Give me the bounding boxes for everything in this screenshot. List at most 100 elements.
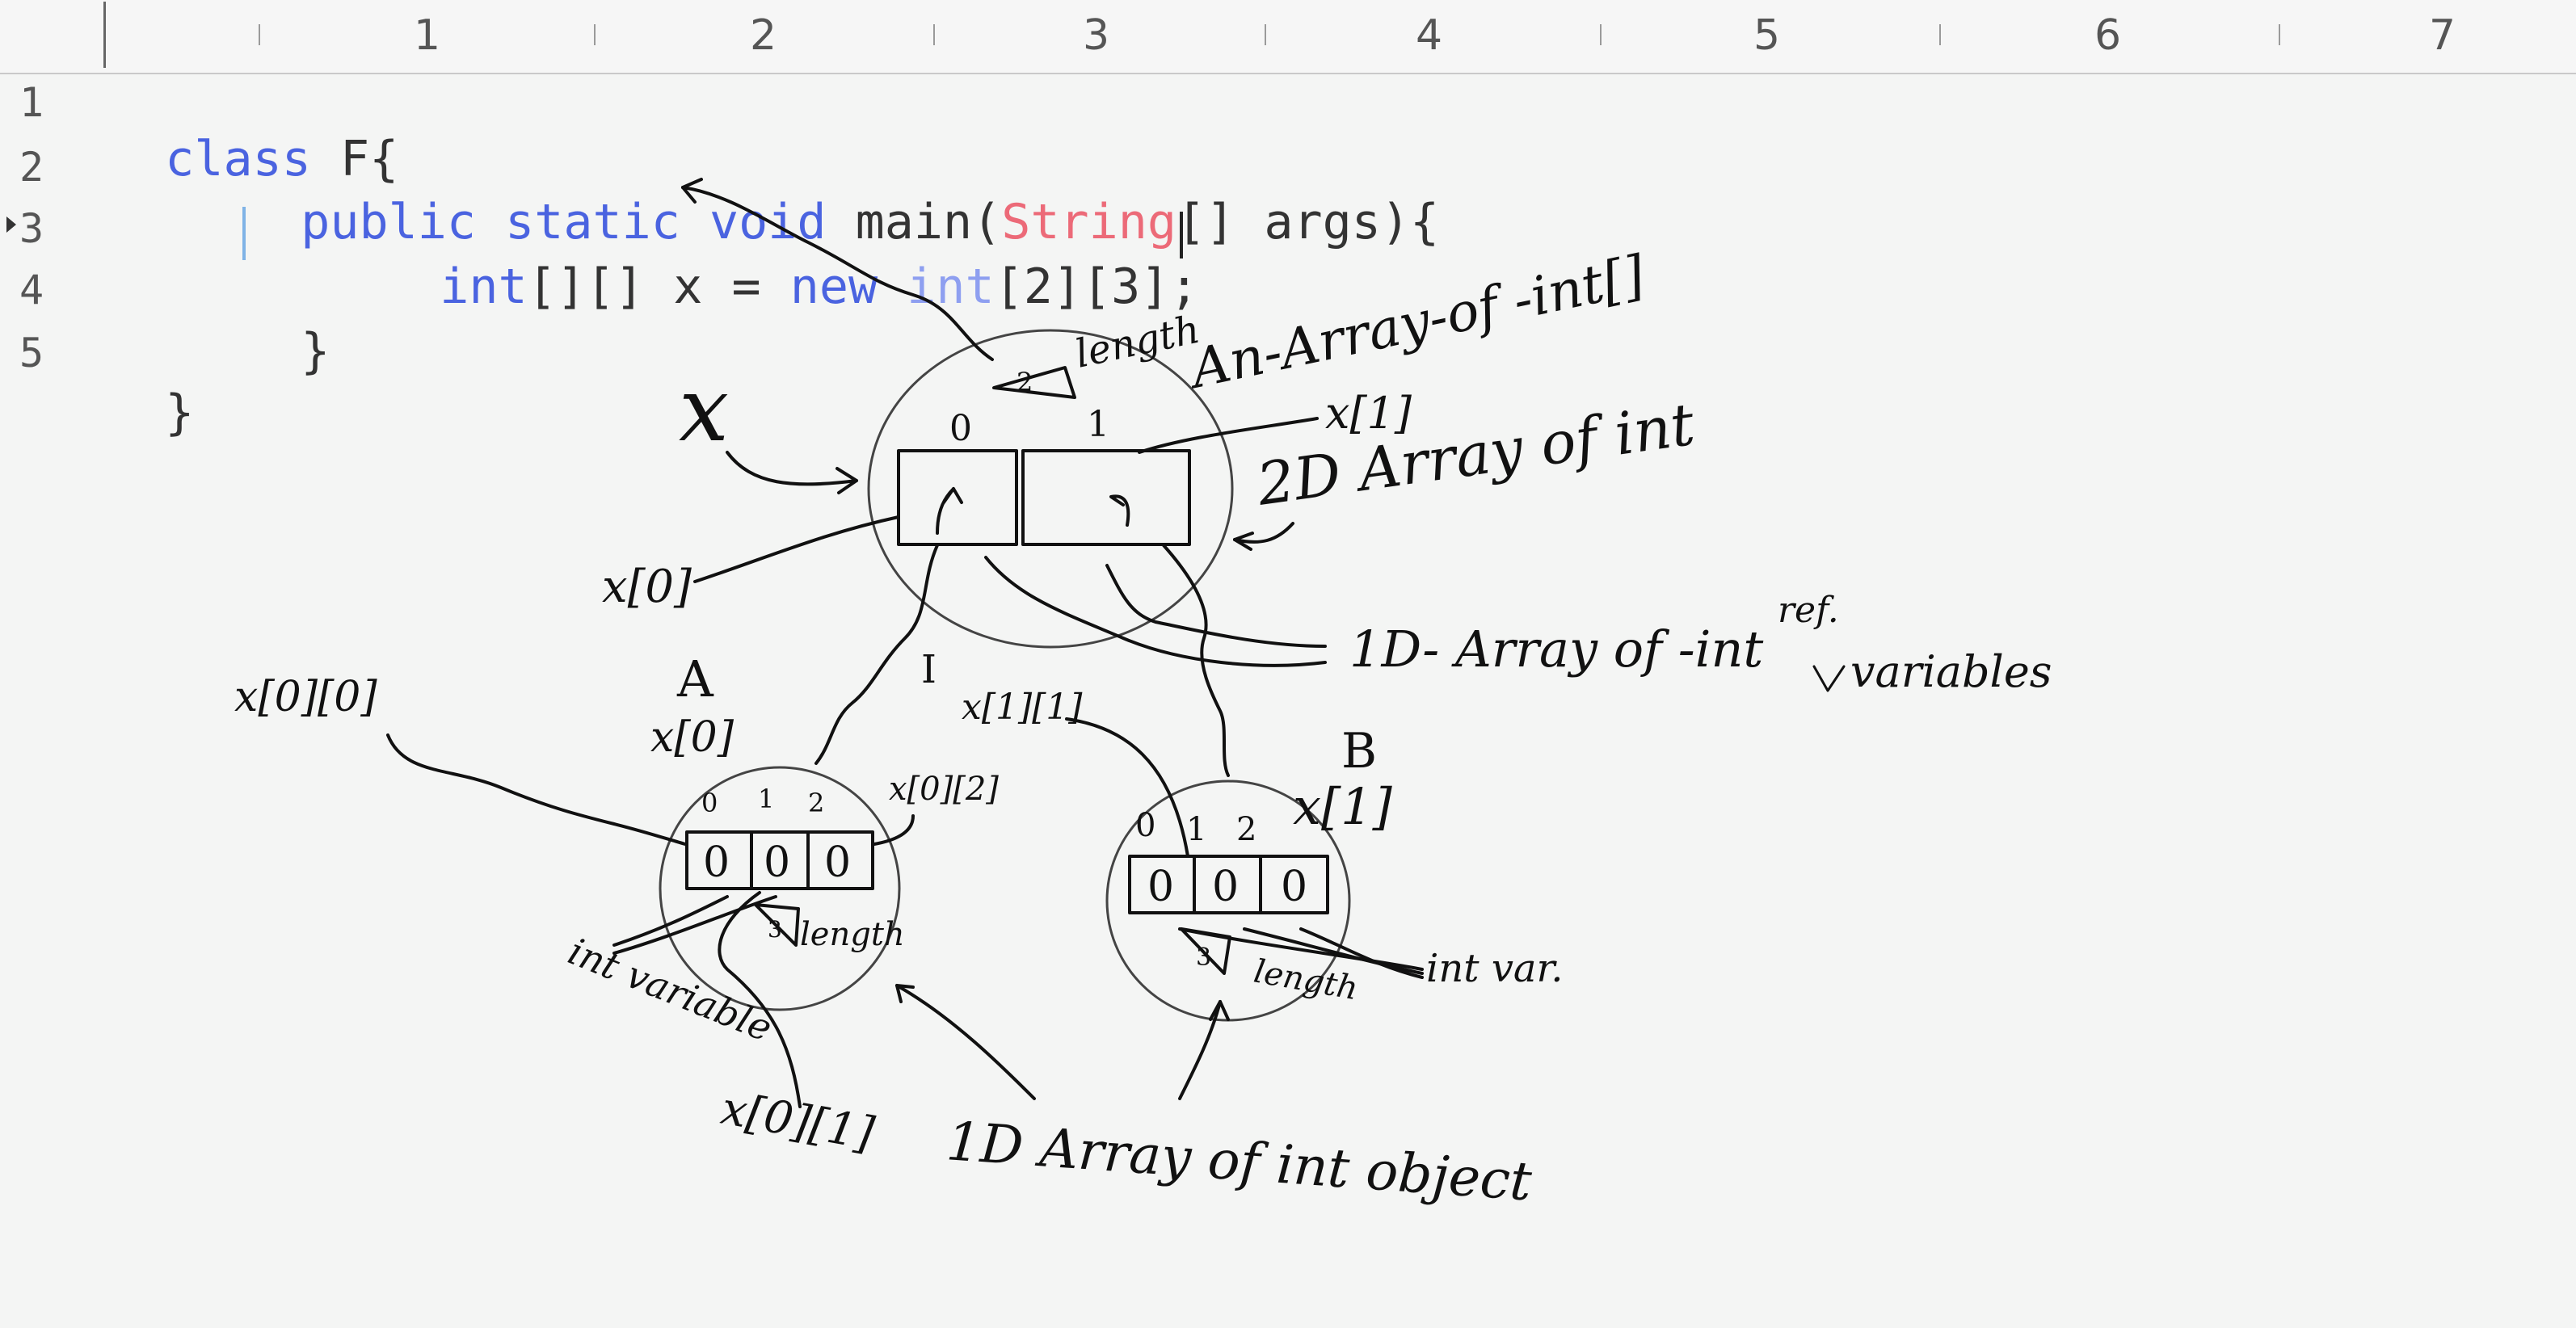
array-A-box [685, 830, 874, 890]
label-x1-ref: x[1] [1325, 388, 1412, 439]
ruler-tick [259, 24, 260, 45]
label-1d-object: 1D Array of int object [945, 1110, 1534, 1212]
label-a-value-0: 0 [703, 838, 730, 887]
object-arrow-B [1178, 1000, 1222, 1100]
label-x0-A: x[0] [650, 713, 734, 762]
arrowhead [836, 467, 858, 494]
code-text: main( [826, 194, 1002, 250]
insert-caret [1812, 665, 1846, 692]
pointer-x-to-array [681, 186, 994, 361]
code-keyword: class [165, 131, 311, 187]
cell0-arrow [936, 487, 955, 535]
label-x1-B: x[1] [1293, 777, 1393, 836]
line-number: 4 [19, 267, 44, 313]
label-length-b: length [1251, 953, 1361, 1008]
code-line-5[interactable]: } [107, 328, 194, 441]
label-length-a-value: 3 [768, 916, 782, 943]
code-text: [] args){ [1176, 194, 1440, 250]
cell0-to-A [814, 544, 939, 765]
label-a-index-1: 1 [758, 784, 774, 814]
label-outer-index-0: 0 [949, 408, 972, 449]
ruler-number: 1 [414, 11, 441, 60]
refs-pointer-1 [1105, 564, 1327, 648]
ruler: 1 2 3 4 5 6 7 [0, 0, 2576, 74]
label-B: B [1341, 723, 1377, 780]
ruler-number: 6 [2094, 11, 2122, 60]
refs-pointer-2 [984, 556, 1327, 667]
x-arrow [726, 451, 858, 486]
x01-connector [718, 891, 802, 1108]
ruler-tick [1939, 24, 1941, 45]
outer-cell-1 [1021, 449, 1191, 546]
change-bar [242, 207, 246, 260]
ruler-tick [1600, 24, 1602, 45]
ruler-number: 2 [750, 11, 777, 60]
code-keyword: int [440, 258, 528, 315]
line-number: 5 [19, 330, 44, 376]
array-B-box [1128, 855, 1329, 914]
arrowhead [681, 178, 703, 204]
label-x11: x[1][1] [962, 687, 1083, 728]
cell1-arrow [1109, 494, 1130, 527]
label-int-variable: int variable [562, 929, 778, 1050]
int-var-b-arrow-1 [1178, 927, 1424, 971]
label-b-index-1: 1 [1186, 811, 1206, 848]
label-length-b-value: 3 [1196, 943, 1211, 972]
x1-connector [1138, 417, 1319, 454]
label-x02: x[0][2] [889, 771, 999, 808]
outer-cell-0 [897, 449, 1018, 546]
ruler-tick [594, 24, 596, 45]
int-var-b-arrow-2 [1243, 927, 1424, 975]
arrowhead [895, 984, 915, 1003]
ruler-start-marker [103, 2, 106, 68]
label-b-value-0: 0 [1147, 863, 1174, 911]
code-line-1[interactable]: class F{ [107, 74, 398, 187]
code-keyword: int [907, 258, 995, 315]
label-outer-index-1: 1 [1087, 404, 1109, 445]
code-line-2[interactable]: public static void main(String[] args){ [242, 137, 1439, 250]
label-A: A [676, 649, 714, 708]
label-x01: x[0][1] [718, 1082, 878, 1161]
label-b-index-2: 2 [1236, 811, 1256, 848]
cell1-to-B [1162, 544, 1230, 777]
label-length-top: length [1071, 307, 1204, 377]
ruler-number: 7 [2429, 11, 2456, 60]
twod-arrow [1233, 522, 1294, 544]
code-keyword: new [789, 258, 878, 315]
ruler-tick [933, 24, 935, 45]
ruler-number: 3 [1083, 11, 1110, 60]
label-a-value-1: 0 [764, 838, 790, 887]
ruler-tick [2279, 24, 2280, 45]
length-triangle-A [754, 903, 800, 947]
label-x0-ref: x[0] [602, 561, 692, 613]
line-number: 1 [19, 79, 44, 126]
code-line-3[interactable]: int[][] x = new int[2][3]; [381, 202, 1198, 315]
array-A-circle [659, 766, 901, 1011]
object-arrow-A [895, 984, 1036, 1100]
array-A-dividers [750, 830, 810, 890]
label-length-top-value: 2 [1017, 367, 1033, 397]
text-cursor [1180, 212, 1183, 258]
line-number: 3 [19, 205, 44, 252]
label-b-index-0: 0 [1135, 807, 1155, 844]
code-text: [2][3]; [994, 258, 1199, 315]
arrowhead [1209, 1000, 1230, 1021]
label-x00: x[0][0] [234, 673, 377, 721]
array-B-dividers [1193, 855, 1262, 914]
label-length-a: length [800, 916, 905, 953]
x02-connector [873, 814, 915, 846]
arrowhead [942, 487, 963, 504]
ruler-number: 5 [1753, 11, 1781, 60]
label-a-index-2: 2 [808, 788, 824, 818]
code-text: [][] x = [527, 258, 790, 315]
ruler-tick [1265, 24, 1266, 45]
x00-connector [386, 733, 687, 846]
x0-connector [693, 515, 900, 583]
line-number: 2 [19, 144, 44, 191]
label-1d-refs-tail: variables [1850, 646, 2052, 697]
code-line-4[interactable]: } [242, 267, 330, 380]
label-b-value-1: 0 [1212, 863, 1239, 911]
int-var-arrow-1 [612, 895, 729, 947]
code-type: String [1001, 194, 1176, 250]
